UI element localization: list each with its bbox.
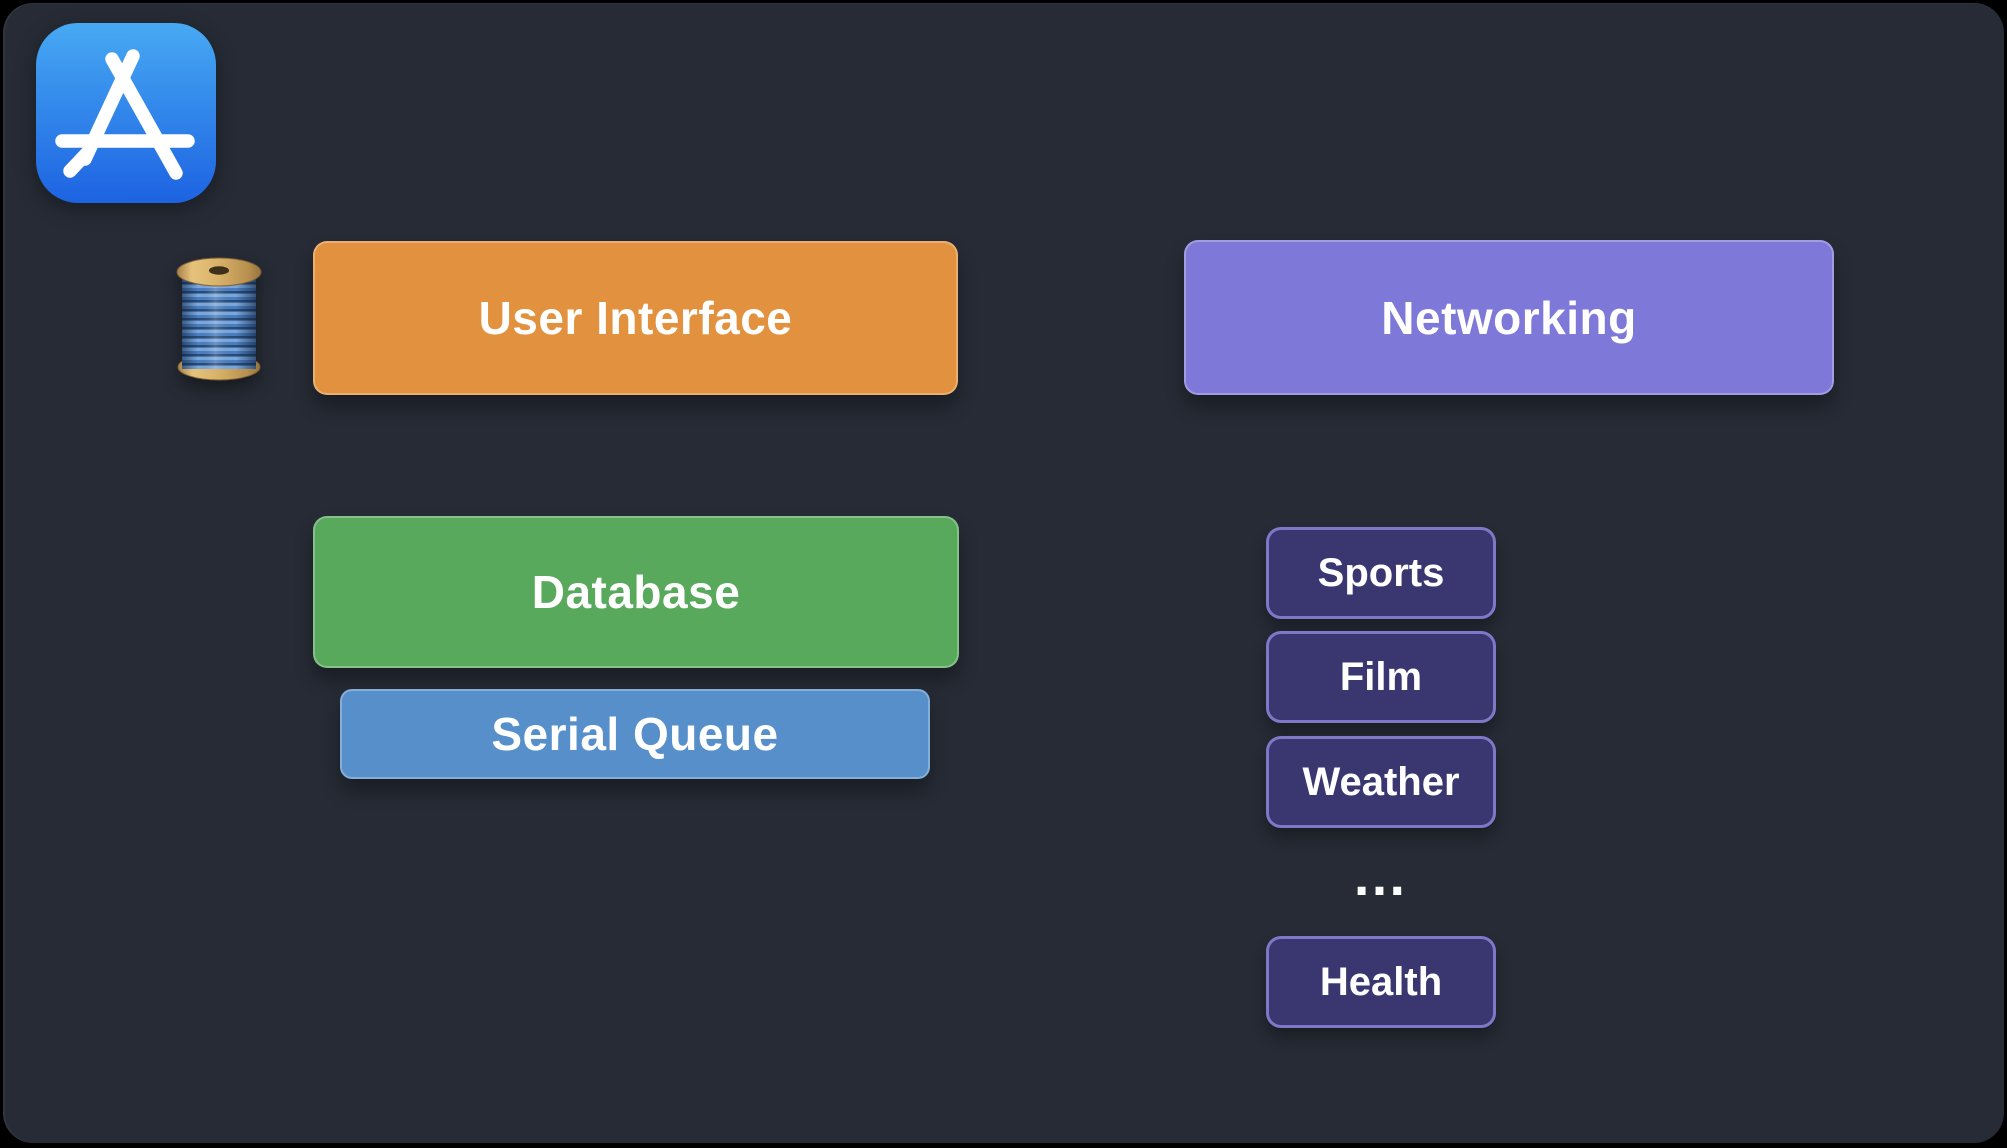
app-store-icon xyxy=(36,23,216,203)
box-weather-label: Weather xyxy=(1302,759,1460,804)
box-weather: Weather xyxy=(1266,736,1496,828)
box-film: Film xyxy=(1266,631,1496,723)
box-user-interface: User Interface xyxy=(313,241,958,395)
box-sports: Sports xyxy=(1266,527,1496,619)
thread-spool-icon xyxy=(176,257,262,381)
box-film-label: Film xyxy=(1339,654,1423,699)
box-serial-queue: Serial Queue xyxy=(340,689,930,779)
box-user-interface-label: User Interface xyxy=(478,292,793,344)
box-health: Health xyxy=(1266,936,1496,1028)
box-serial-queue-label: Serial Queue xyxy=(491,708,779,760)
box-networking: Networking xyxy=(1184,240,1834,395)
box-database-label: Database xyxy=(531,566,741,618)
box-health-label: Health xyxy=(1319,959,1443,1004)
box-networking-label: Networking xyxy=(1381,291,1637,344)
box-sports-label: Sports xyxy=(1317,550,1445,595)
slide-panel: User Interface Networking Database Seria… xyxy=(3,3,2004,1143)
box-database: Database xyxy=(313,516,959,668)
more-feeds-ellipsis: … xyxy=(1351,844,1411,907)
